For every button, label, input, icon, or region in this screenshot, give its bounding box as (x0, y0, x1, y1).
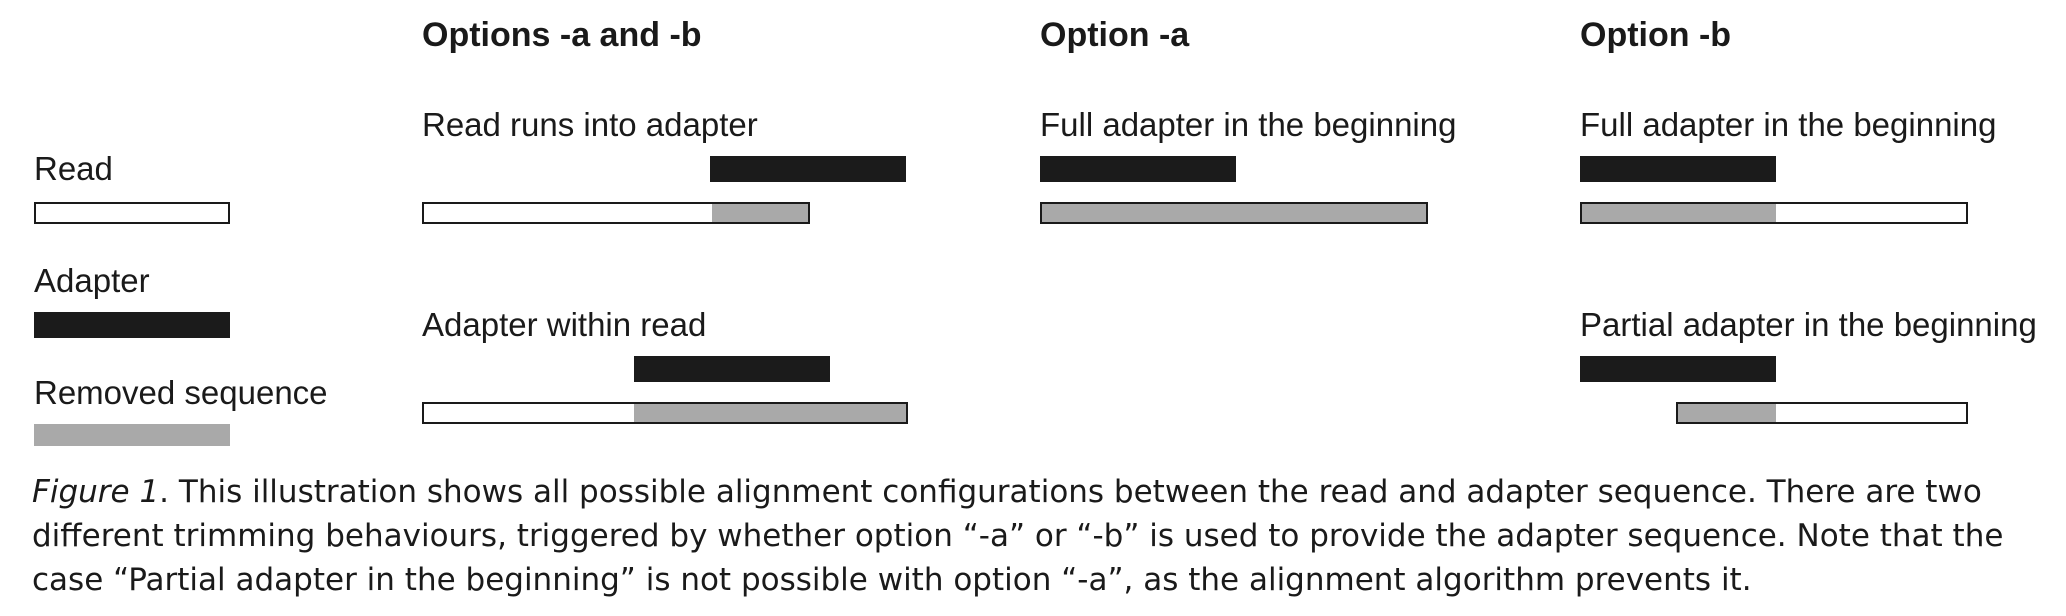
panel-label-adapter-within-read: Adapter within read (422, 306, 707, 343)
figure-caption: Figure 1. This illustration shows all po… (32, 470, 2042, 602)
panel-label-read-runs-into-adapter: Read runs into adapter (422, 106, 758, 143)
adapter-bar (634, 356, 830, 382)
removed-segment (1678, 404, 1776, 422)
heading-options-a-and-b: Options -a and -b (422, 16, 702, 54)
heading-option-a: Option -a (1040, 16, 1190, 54)
removed-segment (1042, 204, 1426, 222)
adapter-bar (1580, 356, 1776, 382)
panel-label-b-partial-adapter-beginning: Partial adapter in the beginning (1580, 306, 2037, 343)
legend-removed-bar (34, 424, 230, 446)
legend-adapter-bar (34, 312, 230, 338)
adapter-bar (1580, 156, 1776, 182)
panel-label-b-full-adapter-beginning: Full adapter in the beginning (1580, 106, 1997, 143)
removed-segment (634, 404, 906, 422)
caption-text: . This illustration shows all possible a… (32, 474, 2004, 598)
removed-segment (1582, 204, 1776, 222)
adapter-bar (1040, 156, 1236, 182)
panel-label-a-full-adapter-beginning: Full adapter in the beginning (1040, 106, 1457, 143)
figure-label: Figure 1 (32, 474, 160, 510)
adapter-bar (710, 156, 906, 182)
legend-read-bar (34, 202, 230, 224)
heading-option-b: Option -b (1580, 16, 1732, 54)
removed-segment (712, 204, 808, 222)
legend-adapter-label: Adapter (34, 262, 150, 299)
legend-removed-label: Removed sequence (34, 374, 328, 411)
legend-read-label: Read (34, 150, 113, 187)
